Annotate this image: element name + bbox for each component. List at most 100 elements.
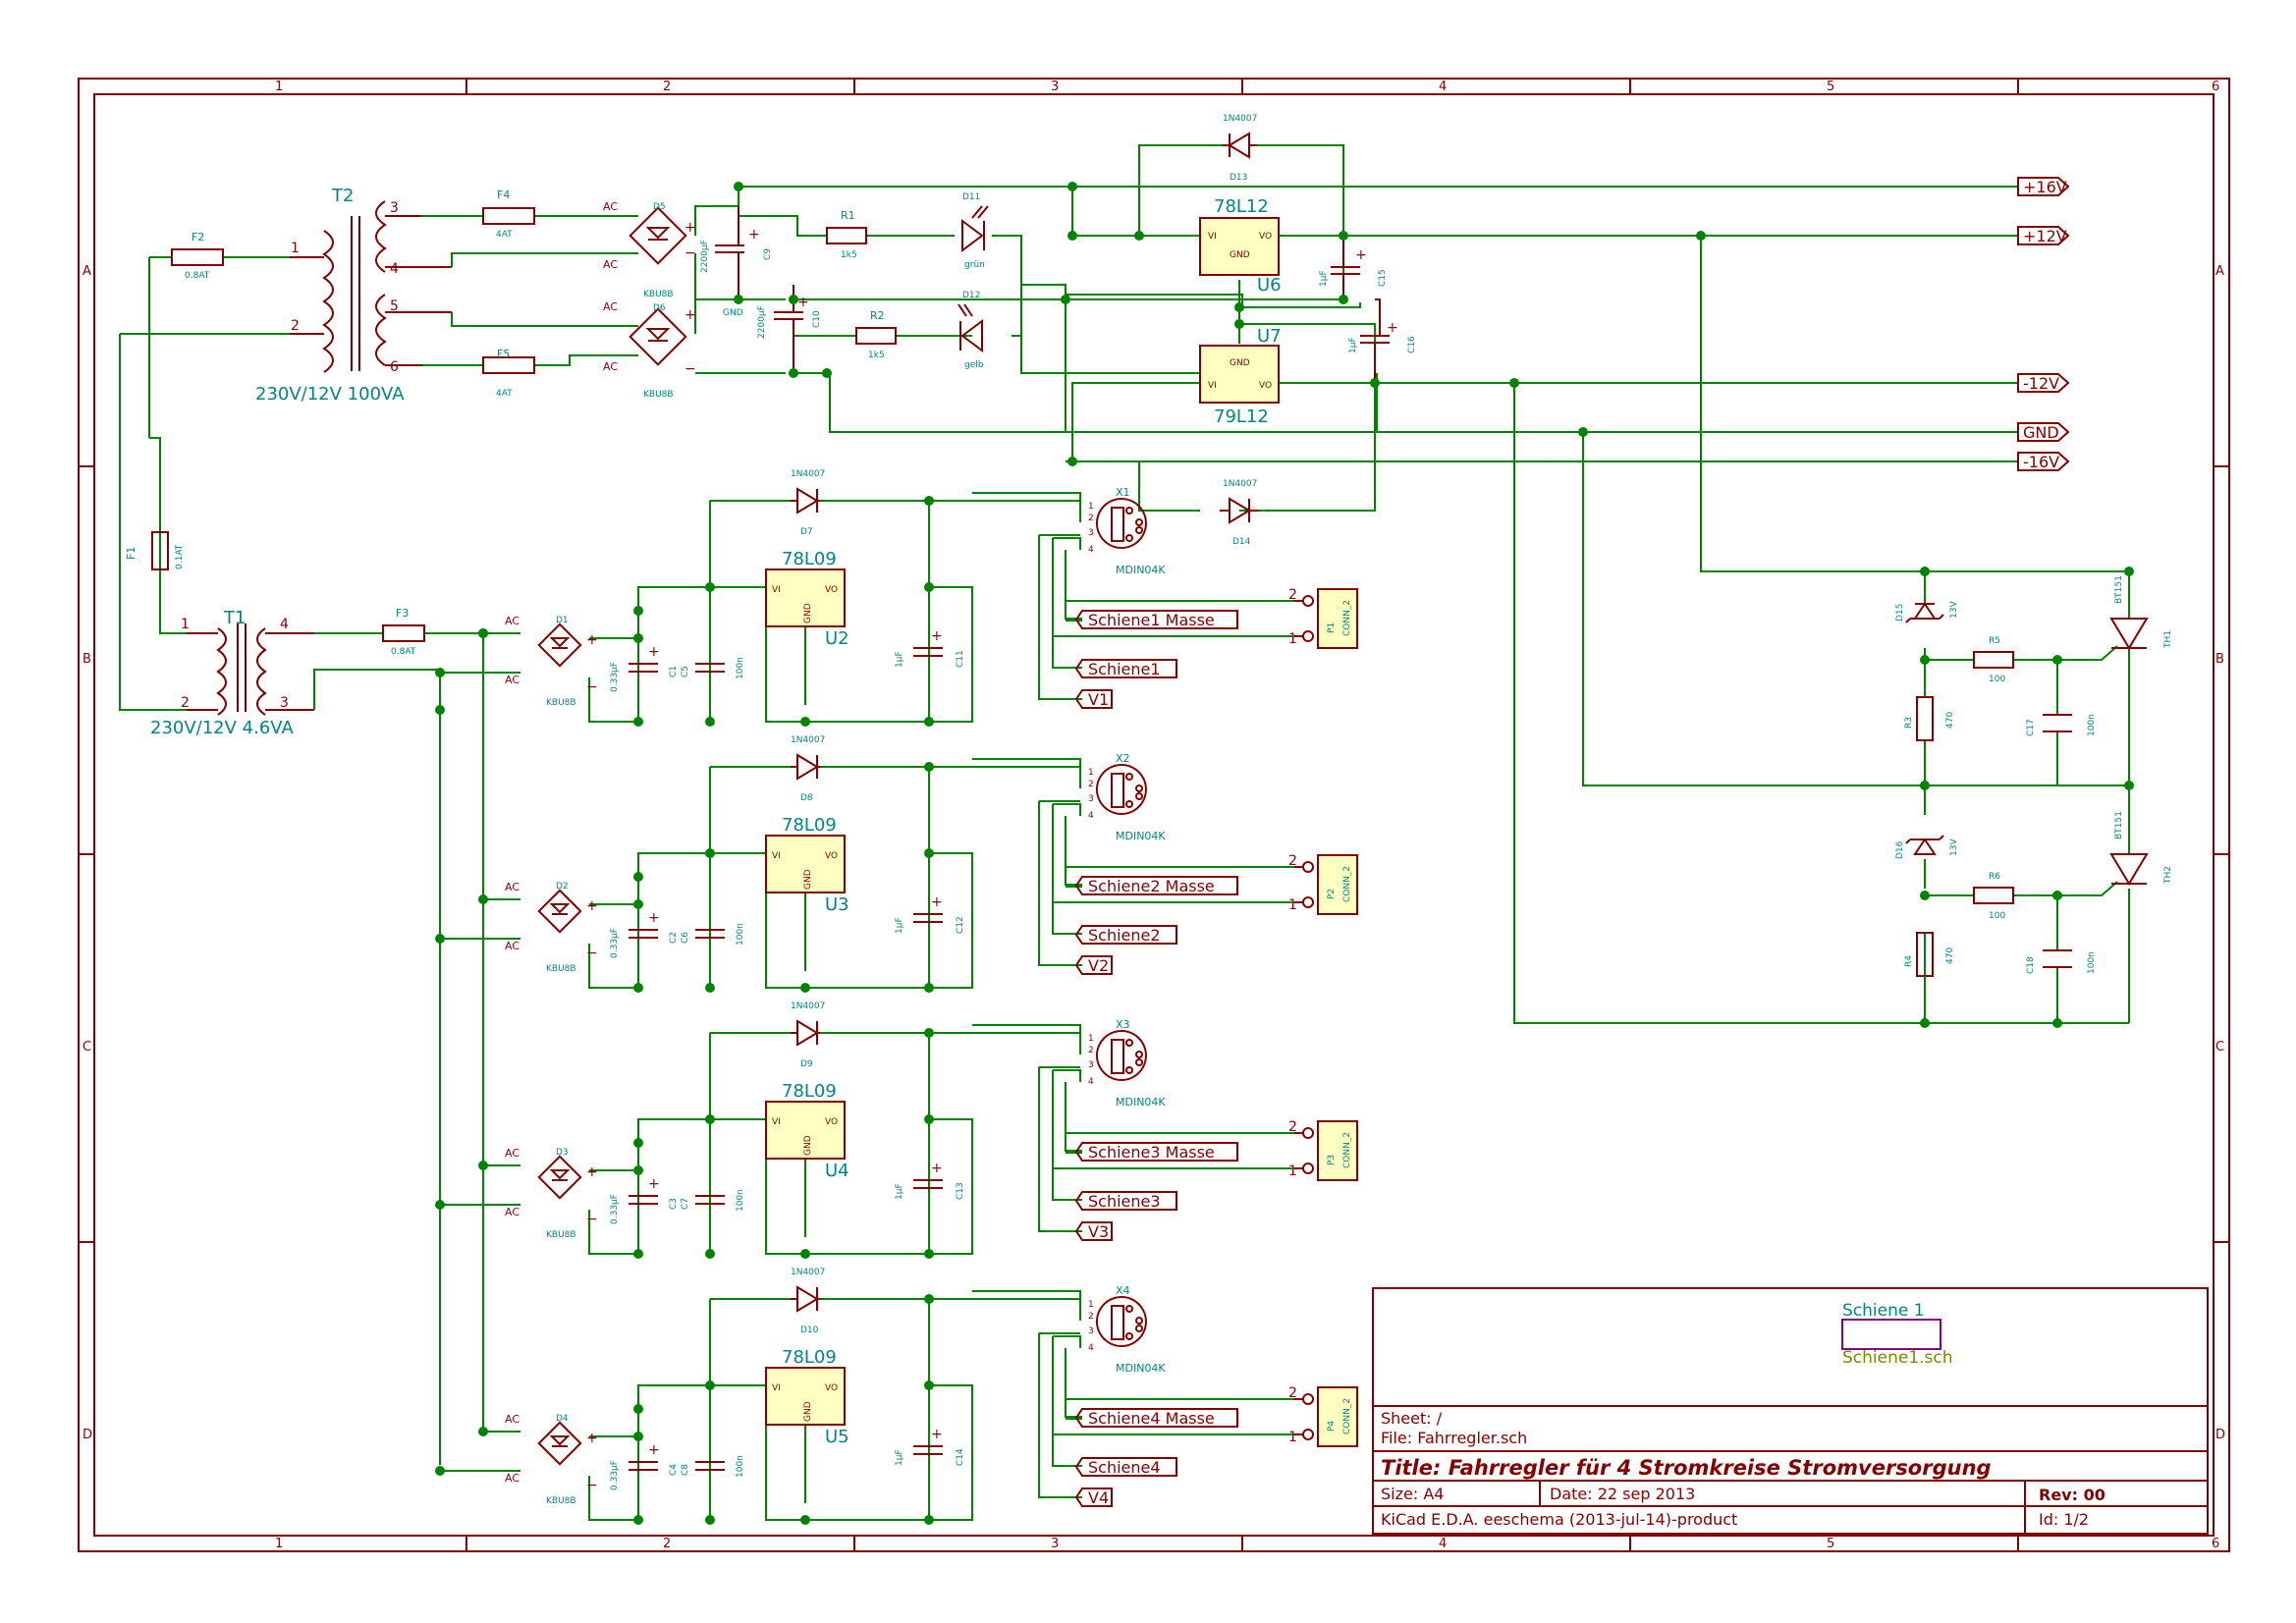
f1-ref: F1	[125, 547, 137, 560]
r4-ref: R4	[1904, 955, 1914, 967]
cout-ref-2: C12	[956, 916, 965, 934]
f1-value: 0.1AT	[175, 544, 185, 569]
cin-ref-2: C2	[669, 932, 679, 944]
d15-ref: D15	[1895, 604, 1905, 622]
r1-ref: R1	[841, 209, 855, 222]
din-pin-4-1: 1	[1088, 1300, 1094, 1310]
rail-labels: +16V +12V -12V GND -16V	[2017, 177, 2070, 471]
ch2-minus: −	[586, 946, 598, 961]
reg-ref-2: U3	[825, 894, 849, 915]
zone-right-B: B	[2215, 652, 2224, 667]
d5-ac1: AC	[603, 200, 618, 213]
th1-value: BT151	[2114, 575, 2124, 604]
f3-ref: F3	[396, 607, 409, 620]
din-pin-3-4: 4	[1088, 1077, 1094, 1087]
diode-ref-4: D10	[800, 1325, 819, 1335]
bridge-ref-1: D1	[556, 616, 569, 625]
t1-ref: T1	[223, 608, 246, 628]
ch3-plus: +	[586, 1164, 598, 1180]
cin-plus-1: +	[648, 644, 660, 660]
led-d11: D11 grün	[961, 192, 989, 270]
c10-plus: +	[797, 295, 809, 310]
subsheet-schiene1[interactable]: Schiene 1 Schiene1.sch	[1841, 1301, 1953, 1368]
bridge-value-3: KBU8B	[546, 1230, 576, 1240]
cin-value-4: 0.33µF	[610, 1460, 620, 1490]
conn-pin-1-3: 1	[1288, 1163, 1297, 1179]
reg-gnd-2: GND	[803, 869, 813, 890]
d6-minus: −	[684, 361, 696, 377]
r5-value: 100	[1989, 675, 2005, 684]
r3-ref: R3	[1904, 717, 1914, 729]
conn-pin-1-4: 1	[1288, 1430, 1297, 1445]
rail-plus16v: +16V	[2023, 178, 2067, 196]
zone-bottom-5: 5	[1827, 1537, 1834, 1551]
cout-value-4: 1µF	[895, 1449, 904, 1466]
masse-label-2: Schiene2 Masse	[1088, 877, 1215, 895]
zone-top-3: 3	[1051, 80, 1059, 94]
ch3-ac2: AC	[505, 1206, 519, 1218]
c16-value: 1µF	[1348, 337, 1358, 353]
diode-ref-2: D8	[800, 793, 813, 803]
bridge-rectifier-d5: AC AC + − D5 KBU8B	[603, 200, 696, 299]
reg-gnd-1: GND	[803, 603, 813, 623]
ch1-plus: +	[586, 632, 598, 648]
c10-value: 2200µF	[757, 305, 767, 339]
cout-ref-1: C11	[956, 650, 965, 668]
sheet-frame	[78, 78, 2230, 1552]
cout-ref-3: C13	[956, 1182, 965, 1200]
tb-rev: Rev: 00	[2039, 1486, 2105, 1504]
conn-pin-2-4: 2	[1288, 1385, 1297, 1401]
cin-value-3: 0.33µF	[610, 1194, 620, 1224]
ch4-ac1: AC	[505, 1413, 519, 1426]
c17-value: 100n	[2087, 714, 2097, 736]
cin-plus-3: +	[648, 1176, 660, 1192]
u7-value: 79L12	[1214, 406, 1269, 427]
reg-ref-4: U5	[825, 1427, 849, 1447]
bridge-ref-4: D4	[556, 1414, 569, 1424]
diode-ref-1: D7	[800, 527, 813, 537]
t2-pin-1: 1	[291, 241, 300, 256]
d13-value: 1N4007	[1223, 114, 1257, 124]
transformer-t1: T1 230V/12V 4.6VA 1 2 4 3	[150, 608, 314, 738]
led-d12: D12 gelb	[957, 291, 984, 370]
ch1-minus: −	[586, 679, 598, 695]
u6-gnd: GND	[1230, 250, 1250, 260]
th2-ref: TH2	[2163, 866, 2173, 885]
zone-right-A: A	[2215, 264, 2224, 279]
diode-d13: 1N4007 D13	[1223, 114, 1257, 183]
din-pin-3-2: 2	[1088, 1046, 1094, 1055]
din-ref-3: X3	[1116, 1018, 1130, 1031]
ch4-plus: +	[586, 1431, 598, 1446]
cmid-value-2: 100n	[736, 923, 745, 946]
t2-pin-4: 4	[390, 261, 399, 277]
d16-ref: D16	[1895, 840, 1905, 859]
masse-label-4: Schiene4 Masse	[1088, 1409, 1215, 1428]
u7-vo: VO	[1259, 381, 1272, 391]
c9-ref: C9	[763, 248, 773, 260]
cmid-value-3: 100n	[736, 1189, 745, 1212]
zone-top-1: 1	[275, 80, 283, 94]
gnd-label: GND	[723, 308, 743, 318]
tb-title: Title: Fahrregler für 4 Stromkreise Stro…	[1381, 1456, 1992, 1480]
tb-sheet: Sheet: /	[1381, 1409, 1443, 1428]
reg-gnd-4: GND	[803, 1401, 813, 1422]
zone-left-D: D	[82, 1428, 92, 1442]
tb-tool: KiCad E.D.A. eeschema (2013-jul-14)-prod…	[1381, 1510, 1737, 1529]
t1-pin-3: 3	[280, 695, 289, 711]
r5-ref: R5	[1989, 636, 2000, 646]
t2-pin-6: 6	[390, 359, 399, 375]
din-pin-1-3: 3	[1088, 528, 1094, 538]
din-pin-4-3: 3	[1088, 1326, 1094, 1336]
c10-ref: C10	[812, 310, 822, 328]
d15-value: 13V	[1949, 601, 1959, 619]
d11-ref: D11	[962, 192, 980, 202]
ch3-ac1: AC	[505, 1147, 519, 1160]
schiene-label-4: Schiene4	[1088, 1458, 1161, 1477]
cin-plus-4: +	[648, 1442, 660, 1458]
reg-vi-1: VI	[772, 585, 781, 595]
r3-value: 470	[1945, 712, 1955, 729]
